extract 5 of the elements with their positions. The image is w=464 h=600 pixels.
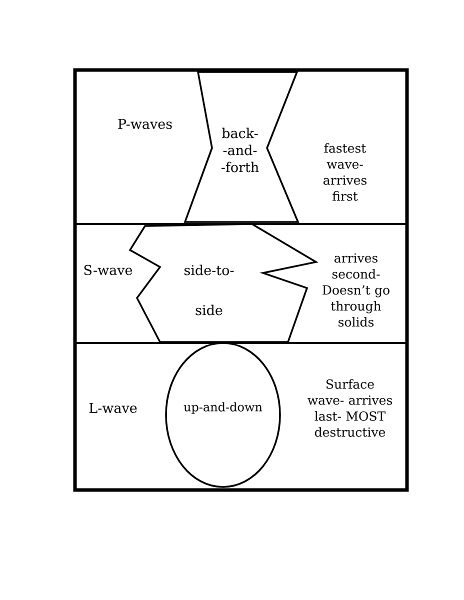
description-text: Surface wave- arrives last- MOST destructive: [308, 379, 392, 437]
wave-name: L-wave: [89, 402, 137, 413]
wave-name: P-waves: [118, 118, 172, 129]
description-text: arrives second- Doesn’t go through solids: [322, 253, 390, 327]
description-text: fastest wave- arrives first: [324, 143, 366, 201]
